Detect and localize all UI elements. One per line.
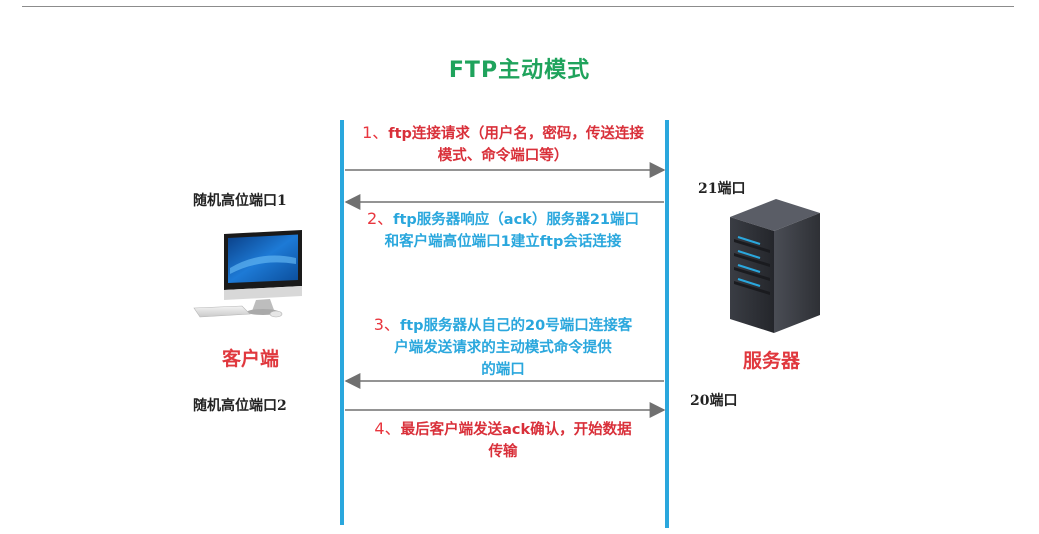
step-3-text: 3、ftp服务器从自己的20号端口连接客 户端发送请求的主动模式命令提供 的端口 <box>344 314 662 381</box>
step-2-text: 2、ftp服务器响应（ack）服务器21端口 和客户端高位端口1建立ftp会话连… <box>344 208 662 253</box>
step-1-number: 1、 <box>362 123 389 142</box>
client-port-bottom: 随机高位端口2 <box>193 398 287 414</box>
step-1-line-1: ftp连接请求（用户名，密码，传送连接 <box>388 126 644 142</box>
step-4-text: 4、最后客户端发送ack确认，开始数据 传输 <box>344 418 662 463</box>
step-4-line-1: 最后客户端发送ack确认，开始数据 <box>400 422 632 438</box>
step-1-text: 1、ftp连接请求（用户名，密码，传送连接 模式、命令端口等） <box>344 122 662 167</box>
step-3-line-3: 的端口 <box>481 362 525 378</box>
step-3-line-1: ftp服务器从自己的20号端口连接客 <box>399 318 633 334</box>
server-tower-icon <box>730 199 820 333</box>
diagram-title: FTP主动模式 <box>448 58 591 83</box>
step-3-number: 3、 <box>373 315 400 334</box>
step-2-line-2: 和客户端高位端口1建立ftp会话连接 <box>384 234 622 250</box>
desktop-computer-icon <box>193 230 302 318</box>
client-port-top: 随机高位端口1 <box>193 193 287 209</box>
step-1-line-2: 模式、命令端口等） <box>437 148 569 164</box>
step-4-number: 4、 <box>374 419 401 438</box>
client-lifeline <box>340 120 344 525</box>
step-2-line-1: ftp服务器响应（ack）服务器21端口 <box>393 212 639 228</box>
top-divider <box>22 6 1014 7</box>
server-port-bottom: 20端口 <box>690 393 738 409</box>
server-port-top: 21端口 <box>698 181 746 197</box>
client-name: 客户端 <box>222 348 280 370</box>
step-3-line-2: 户端发送请求的主动模式命令提供 <box>394 340 612 356</box>
step-2-number: 2、 <box>366 209 394 228</box>
server-name: 服务器 <box>743 350 801 372</box>
step-4-line-2: 传输 <box>488 444 518 460</box>
server-lifeline <box>665 120 669 528</box>
